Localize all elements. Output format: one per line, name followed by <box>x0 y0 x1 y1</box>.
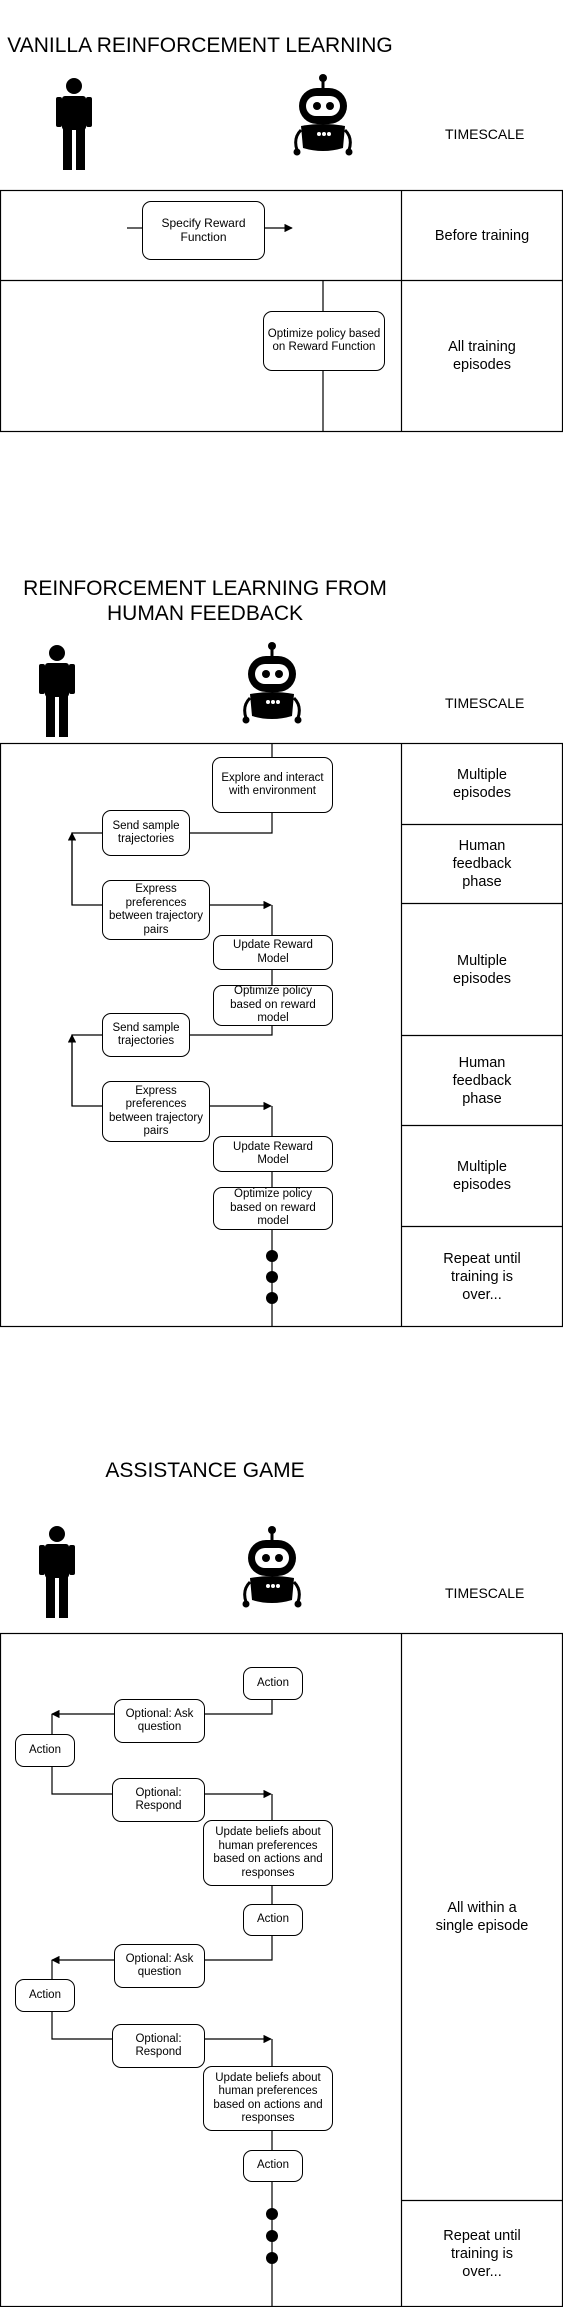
timescale-label: TIMESCALE <box>445 1585 525 1601</box>
timescale-row-multiple-episodes: Multiple episodes <box>452 1159 512 1193</box>
timescale-row-multiple-episodes: Multiple episodes <box>452 767 512 801</box>
optimize-policy-box: Optimize policy based on Reward Function <box>263 311 385 371</box>
update-beliefs-box: Update beliefs about human preferences b… <box>203 1820 333 1886</box>
robot-icon <box>242 1526 302 1608</box>
section-title-assistance: ASSISTANCE GAME <box>105 1459 305 1482</box>
explore-interact-box: Explore and interact with environment <box>212 757 333 813</box>
timescale-row-single-episode: All within a single episode <box>435 1900 529 1934</box>
robot-icon <box>242 642 302 724</box>
timescale-label: TIMESCALE <box>445 126 525 142</box>
specify-reward-box: Specify Reward Function <box>142 201 265 260</box>
send-trajectories-box: Send sample trajectories <box>102 1013 190 1057</box>
send-trajectories-box: Send sample trajectories <box>102 810 190 856</box>
section-title-rlhf-line2: HUMAN FEEDBACK <box>106 602 304 625</box>
human-icon <box>39 645 75 737</box>
vanilla-connectors <box>127 223 324 431</box>
ask-question-box: Optional: Ask question <box>114 1944 205 1988</box>
rlhf-connectors <box>67 743 273 1326</box>
assistance-continuation-dots <box>266 2208 278 2264</box>
optimize-policy-box: Optimize policy based on reward model <box>213 1187 333 1230</box>
section-title-rlhf-line1: REINFORCEMENT LEARNING FROM <box>23 577 387 600</box>
timescale-row-repeat: Repeat until training is over... <box>443 2227 521 2280</box>
timescale-row-all-training: All training episodes <box>448 339 516 373</box>
timescale-row-repeat: Repeat until training is over... <box>443 1250 521 1303</box>
respond-box: Optional: Respond <box>112 2024 205 2068</box>
action-box: Action <box>243 1667 303 1700</box>
rlhf-continuation-dots <box>266 1250 278 1304</box>
timescale-row-human-feedback: Human feedback phase <box>452 1054 512 1107</box>
timescale-row-before-training: Before training <box>434 227 530 244</box>
ask-question-box: Optional: Ask question <box>114 1699 205 1743</box>
action-box: Action <box>15 1979 75 2012</box>
human-icon <box>39 1526 75 1618</box>
optimize-policy-box: Optimize policy based on reward model <box>213 985 333 1026</box>
timescale-row-human-feedback: Human feedback phase <box>452 838 512 890</box>
update-reward-model-box: Update Reward Model <box>213 935 333 970</box>
express-preferences-box: Express preferences between trajectory p… <box>102 880 210 940</box>
action-box: Action <box>15 1734 75 1767</box>
section-title-vanilla: VANILLA REINFORCEMENT LEARNING <box>7 34 393 57</box>
timescale-row-multiple-episodes: Multiple episodes <box>452 952 512 987</box>
action-box: Action <box>243 2150 303 2182</box>
timescale-label: TIMESCALE <box>445 695 525 711</box>
human-icon <box>56 78 92 170</box>
express-preferences-box: Express preferences between trajectory p… <box>102 1081 210 1142</box>
assistance-connectors <box>51 1692 273 2306</box>
update-beliefs-box: Update beliefs about human preferences b… <box>203 2066 333 2131</box>
respond-box: Optional: Respond <box>112 1778 205 1822</box>
update-reward-model-box: Update Reward Model <box>213 1136 333 1172</box>
action-box: Action <box>243 1904 303 1936</box>
robot-icon <box>293 74 353 156</box>
